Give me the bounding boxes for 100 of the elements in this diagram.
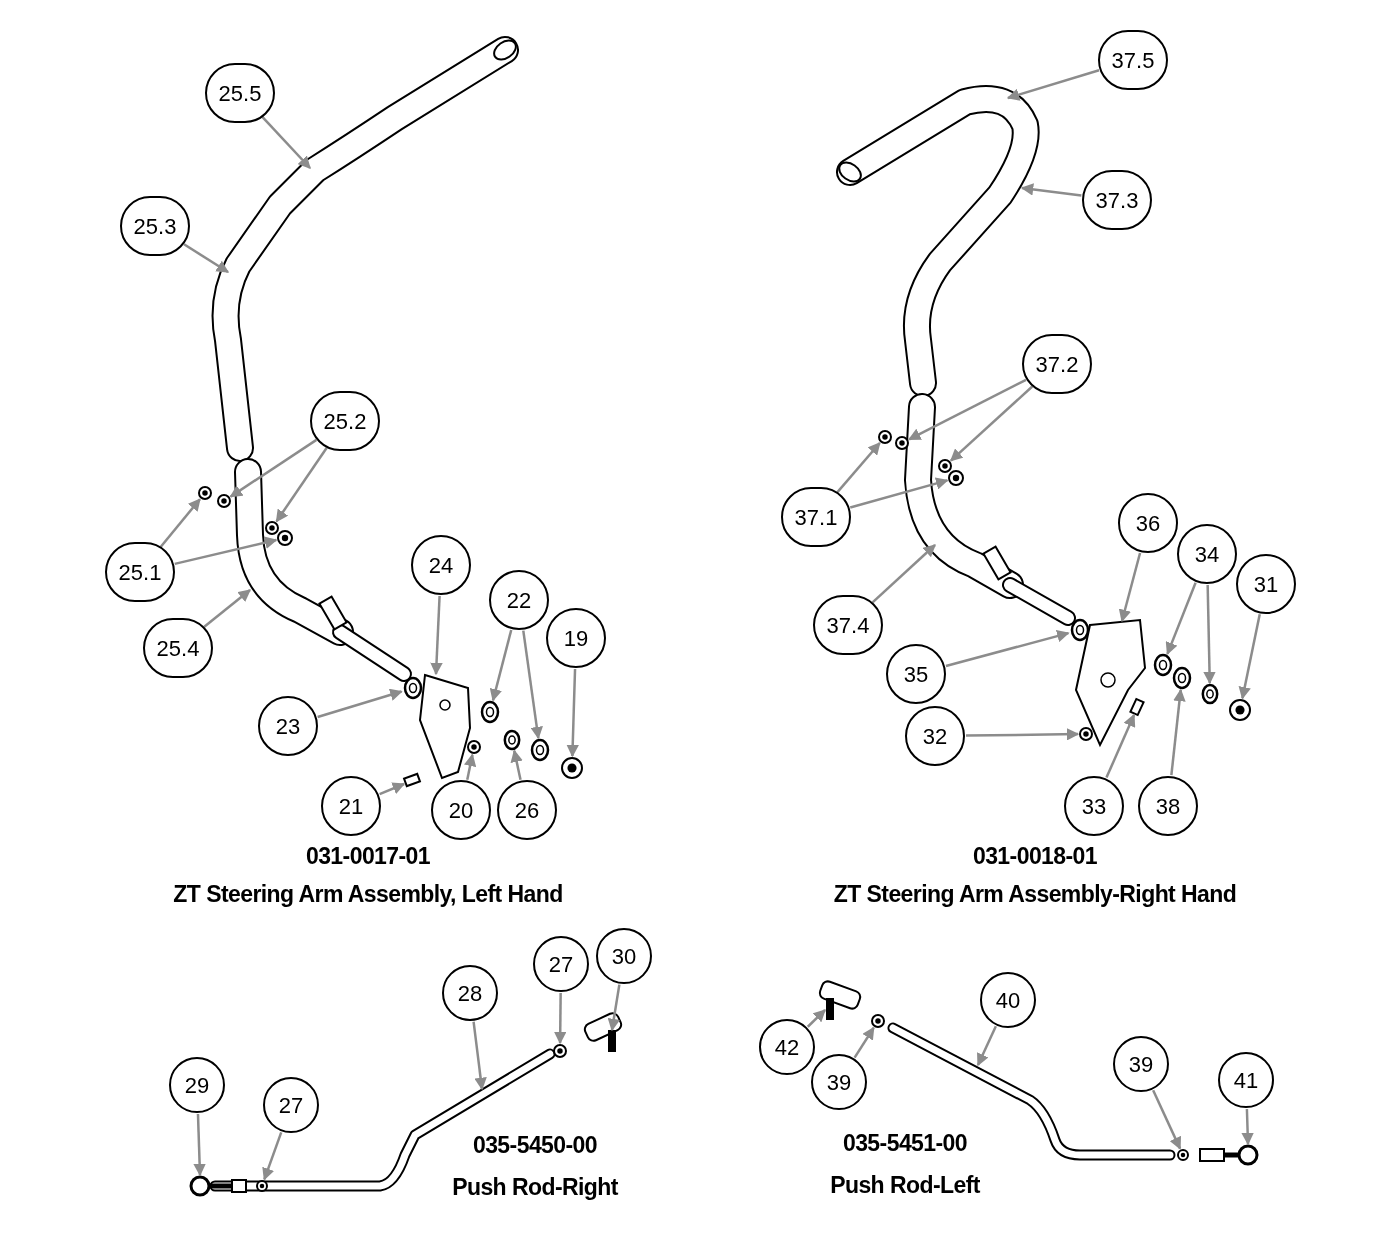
steering-arm (234, 458, 412, 682)
assembly-title: Push Rod-Left (830, 1170, 980, 1200)
leader-line (1241, 1108, 1254, 1146)
washer (1201, 683, 1219, 705)
part-number: 035-5451-00 (842, 1128, 968, 1158)
leader-line (1006, 69, 1100, 101)
callout-number: 25.1 (105, 542, 175, 602)
callout-number: 37.2 (1022, 334, 1092, 394)
mounting-bracket (1074, 618, 1147, 748)
callout-number: 21 (321, 776, 381, 836)
leader-line (203, 589, 251, 628)
callout-number: 23 (258, 696, 318, 756)
leader-line (1118, 552, 1142, 623)
leader-line (853, 1026, 875, 1059)
mounting-bracket (418, 673, 471, 780)
leader-line (1203, 584, 1216, 685)
rod-end (189, 1175, 247, 1197)
callout-number: 38 (1138, 776, 1198, 836)
leader-line (522, 630, 543, 740)
assembly-title: ZT Steering Arm Assembly-Right Hand (833, 879, 1237, 909)
callout-number: 41 (1218, 1052, 1274, 1108)
callout-number: 39 (811, 1054, 867, 1110)
assembly-title: ZT Steering Arm Assembly, Left Hand (173, 879, 563, 909)
leader-line (1170, 688, 1186, 776)
grease-fitting (1129, 697, 1145, 717)
leader-line (261, 116, 311, 169)
leader-line (553, 993, 567, 1045)
leader-line (174, 536, 278, 566)
flange-nut (1229, 699, 1251, 721)
callout-number: 42 (759, 1019, 815, 1075)
callout-number: 26 (497, 780, 557, 840)
callout-number: 24 (411, 535, 471, 595)
callout-number: 36 (1118, 493, 1178, 553)
leader-line (159, 498, 201, 548)
leader-line (1238, 614, 1261, 700)
jam-nut (871, 1014, 885, 1028)
leader-line (908, 378, 1027, 441)
nut (878, 430, 892, 444)
spring-washer (503, 729, 521, 751)
leader-line (871, 544, 936, 604)
nut (217, 494, 231, 508)
part-number: 031-0018-01 (972, 841, 1098, 871)
callout-number: 32 (905, 706, 965, 766)
callout-number: 22 (489, 570, 549, 630)
leader-line (966, 728, 1080, 741)
nut (198, 486, 212, 500)
leader-line (464, 753, 477, 780)
flange-nut (561, 757, 583, 779)
washer (1153, 653, 1173, 677)
washer (480, 700, 500, 724)
leader-line (489, 629, 513, 702)
leader-line (607, 984, 621, 1032)
callout-number: 25.3 (120, 196, 190, 256)
leader-line (1105, 713, 1136, 779)
callout-number: 29 (169, 1057, 225, 1113)
callout-number: 25.4 (143, 618, 213, 678)
leader-line (275, 447, 328, 523)
part-number: 035-5450-00 (472, 1130, 598, 1160)
callout-number: 25.5 (205, 63, 275, 123)
part-number: 031-0017-01 (305, 841, 431, 871)
callout-number: 31 (1236, 554, 1296, 614)
assembly-title: Push Rod-Right (452, 1172, 618, 1202)
callout-number: 37.1 (781, 487, 851, 547)
leader-line (1020, 183, 1082, 197)
callout-number: 33 (1064, 776, 1124, 836)
grease-fitting (402, 772, 422, 788)
callout-number: 37.5 (1098, 30, 1168, 90)
nut (467, 740, 481, 754)
leader-line (566, 668, 579, 758)
ball-joint (581, 1010, 625, 1052)
nut (1079, 727, 1093, 741)
callout-number: 19 (546, 608, 606, 668)
leader-line (1165, 582, 1197, 655)
leader-line (510, 749, 523, 780)
callout-number: 20 (431, 780, 491, 840)
callout-number: 37.4 (813, 595, 883, 655)
leader-line (430, 595, 443, 676)
leader-line (262, 1131, 283, 1181)
leader-line (806, 1009, 826, 1028)
leader-line (317, 688, 403, 719)
callout-number: 35 (886, 644, 946, 704)
washer (403, 676, 423, 700)
washer (1070, 618, 1090, 642)
leader-line (836, 442, 881, 493)
leader-line (183, 243, 230, 274)
jam-nut (553, 1044, 567, 1058)
leader-line (229, 438, 318, 498)
callout-number: 28 (442, 965, 498, 1021)
callout-number: 34 (1177, 524, 1237, 584)
leader-line (193, 1113, 206, 1177)
leader-line (945, 630, 1070, 668)
callout-number: 37.3 (1082, 170, 1152, 230)
leader-line (950, 385, 1034, 462)
washer (530, 738, 550, 762)
jam-nut (1177, 1149, 1189, 1161)
steering-arm (904, 393, 1076, 626)
rod-end (1199, 1144, 1259, 1166)
leader-line (472, 1021, 487, 1091)
nut (895, 436, 909, 450)
callout-number: 27 (533, 936, 589, 992)
